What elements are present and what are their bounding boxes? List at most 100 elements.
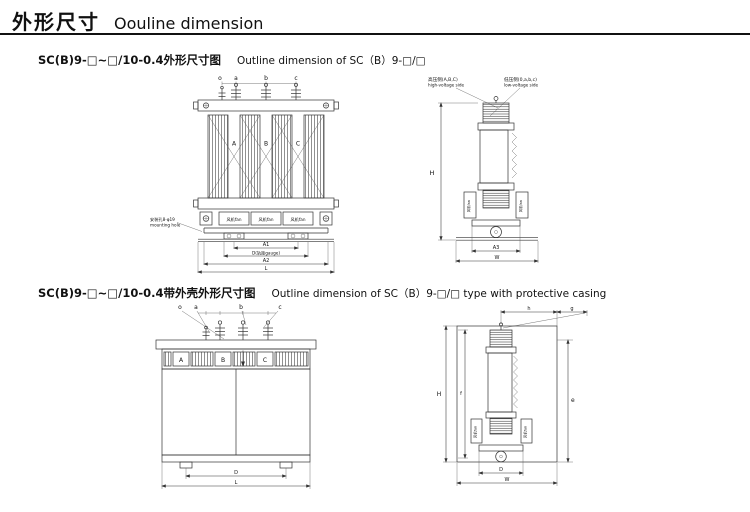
fan-label: 风机fan (473, 426, 478, 438)
phase-b-label: B (264, 141, 268, 148)
drawing1-side-view: 高压侧(A,B,C) high-voltage side 低压侧(0,a,b,c… (428, 76, 539, 263)
fan-box (282, 211, 314, 226)
terminal-a-label: a (194, 304, 198, 311)
phase-c-label: C (296, 141, 300, 148)
phase-b-label: B (221, 357, 225, 364)
drawing2-side-view: h g 风机fan 风机fan H f e (437, 306, 588, 486)
svg-text:L: L (235, 480, 238, 486)
dimension-w: W (456, 463, 558, 486)
casing-roof (155, 339, 317, 350)
side-base-and-wheel (478, 444, 524, 463)
page-title-en: Oouline dimension (114, 14, 264, 33)
transformer-side-body (485, 322, 518, 435)
fan-label: 风机fan (226, 216, 241, 223)
side-fans: 风机fan 风机fan (470, 418, 533, 444)
base-channel-and-rollers (198, 227, 334, 243)
fan-label: 风机fan (258, 216, 273, 223)
dimension-e: e (557, 339, 575, 463)
dim-h-label: h (527, 306, 530, 312)
dimension-l: L (161, 462, 311, 489)
terminal-o-label: o (178, 304, 182, 311)
roof-bushings (202, 320, 273, 340)
side-base-and-wheel (456, 219, 538, 241)
fan-label: 风机fan (518, 200, 523, 212)
dimension-f: f (458, 329, 468, 459)
mounting-hole-callout: 安装孔8-φ19 mounting hole (150, 216, 203, 232)
transformer-side-body (477, 96, 517, 209)
dimension-w: W (455, 241, 539, 263)
hv-bushing-stack (489, 329, 513, 348)
mounting-hole-label-en: mounting hole (150, 223, 181, 228)
dimension-h: H (430, 102, 478, 241)
page-title-zh: 外形尺寸 (12, 10, 100, 34)
dimension-d: D (478, 451, 524, 476)
svg-text:D(轨距gauge): D(轨距gauge) (252, 249, 280, 256)
fan-label: 风机fan (290, 216, 305, 223)
louver-band: A B C (161, 348, 311, 370)
svg-text:A1: A1 (263, 242, 270, 248)
fan-box (515, 191, 529, 219)
lv-side-label-en: low-voltage side (504, 83, 539, 88)
casing-outline (456, 325, 558, 463)
fan-box (463, 191, 477, 219)
dimension-a3: A3 (471, 226, 521, 253)
section2-heading: SC(B)9-□~□/10-0.4带外壳外形尺寸图 Outline dimens… (38, 285, 606, 301)
lv-side-label-zh: 低压侧(0,a,b,c) (504, 76, 537, 83)
dimension-gauge-d: D(轨距gauge) (223, 249, 309, 258)
svg-text:H: H (430, 169, 435, 177)
dimension-l: L (197, 266, 335, 274)
terminal-labels: o a b c (218, 75, 298, 86)
casing-body (161, 368, 311, 469)
drawing1-front-view: o a b c A B C (150, 75, 339, 274)
phase-labels: A B C (229, 139, 303, 148)
fan-row: 风机fan 风机fan 风机fan (199, 211, 333, 226)
hv-side-label-zh: 高压侧(A,B,C) (428, 76, 458, 83)
terminal-labels: o a b c (178, 304, 282, 340)
terminal-a-label: a (234, 75, 238, 82)
drawing2-front-view: o a b c A B C (155, 304, 317, 489)
section1-heading-en: Outline dimension of SC（B）9-□/□ (237, 55, 426, 67)
hv-side-label-en: high-voltage side (428, 83, 465, 88)
coil-columns (207, 114, 325, 199)
hv-bushing-stack (482, 102, 510, 124)
phase-c-label: C (263, 357, 267, 364)
svg-text:A2: A2 (263, 258, 270, 264)
dimension-d: D (185, 468, 287, 479)
svg-text:e: e (571, 397, 575, 404)
fan-box (250, 211, 282, 226)
section1-heading-zh: SC(B)9-□~□/10-0.4外形尺寸图 (38, 53, 221, 67)
terminal-b-label: b (239, 304, 243, 311)
dimension-a1: A1 (233, 242, 299, 250)
page-title: 外形尺寸 Oouline dimension (12, 6, 263, 35)
svg-text:D: D (499, 467, 503, 473)
lower-clamp-beam (193, 197, 339, 210)
svg-text:A3: A3 (493, 245, 500, 251)
terminal-o-label: o (218, 75, 222, 82)
fan-box (520, 418, 533, 444)
phase-a-label: A (179, 357, 184, 364)
airflow-arrow (241, 350, 245, 367)
lv-bushing-stack (482, 189, 510, 209)
top-dimensions: h g (500, 306, 588, 329)
phase-a-label: A (232, 141, 237, 148)
terminal-c-label: c (278, 304, 281, 311)
svg-text:D: D (234, 470, 238, 476)
lv-bushings (218, 82, 301, 100)
lv-bushing-stack (489, 417, 513, 435)
svg-text:L: L (265, 266, 268, 272)
fan-label: 风机fan (523, 426, 528, 438)
dimension-a2: A2 (203, 258, 329, 266)
svg-text:H: H (437, 391, 442, 398)
svg-text:W: W (505, 477, 510, 483)
fan-box (218, 211, 250, 226)
fan-box (470, 418, 483, 444)
terminal-c-label: c (294, 75, 297, 82)
terminal-b-label: b (264, 75, 268, 82)
side-fans: 风机fan 风机fan (463, 191, 529, 219)
svg-text:W: W (495, 255, 500, 261)
dimension-bigH: H (437, 325, 457, 463)
title-divider (0, 33, 750, 35)
section1-heading: SC(B)9-□~□/10-0.4外形尺寸图 Outline dimension… (38, 52, 426, 68)
dim-g-label: g (570, 306, 573, 312)
section2-heading-en: Outline dimension of SC（B）9-□/□ type wit… (271, 288, 607, 300)
